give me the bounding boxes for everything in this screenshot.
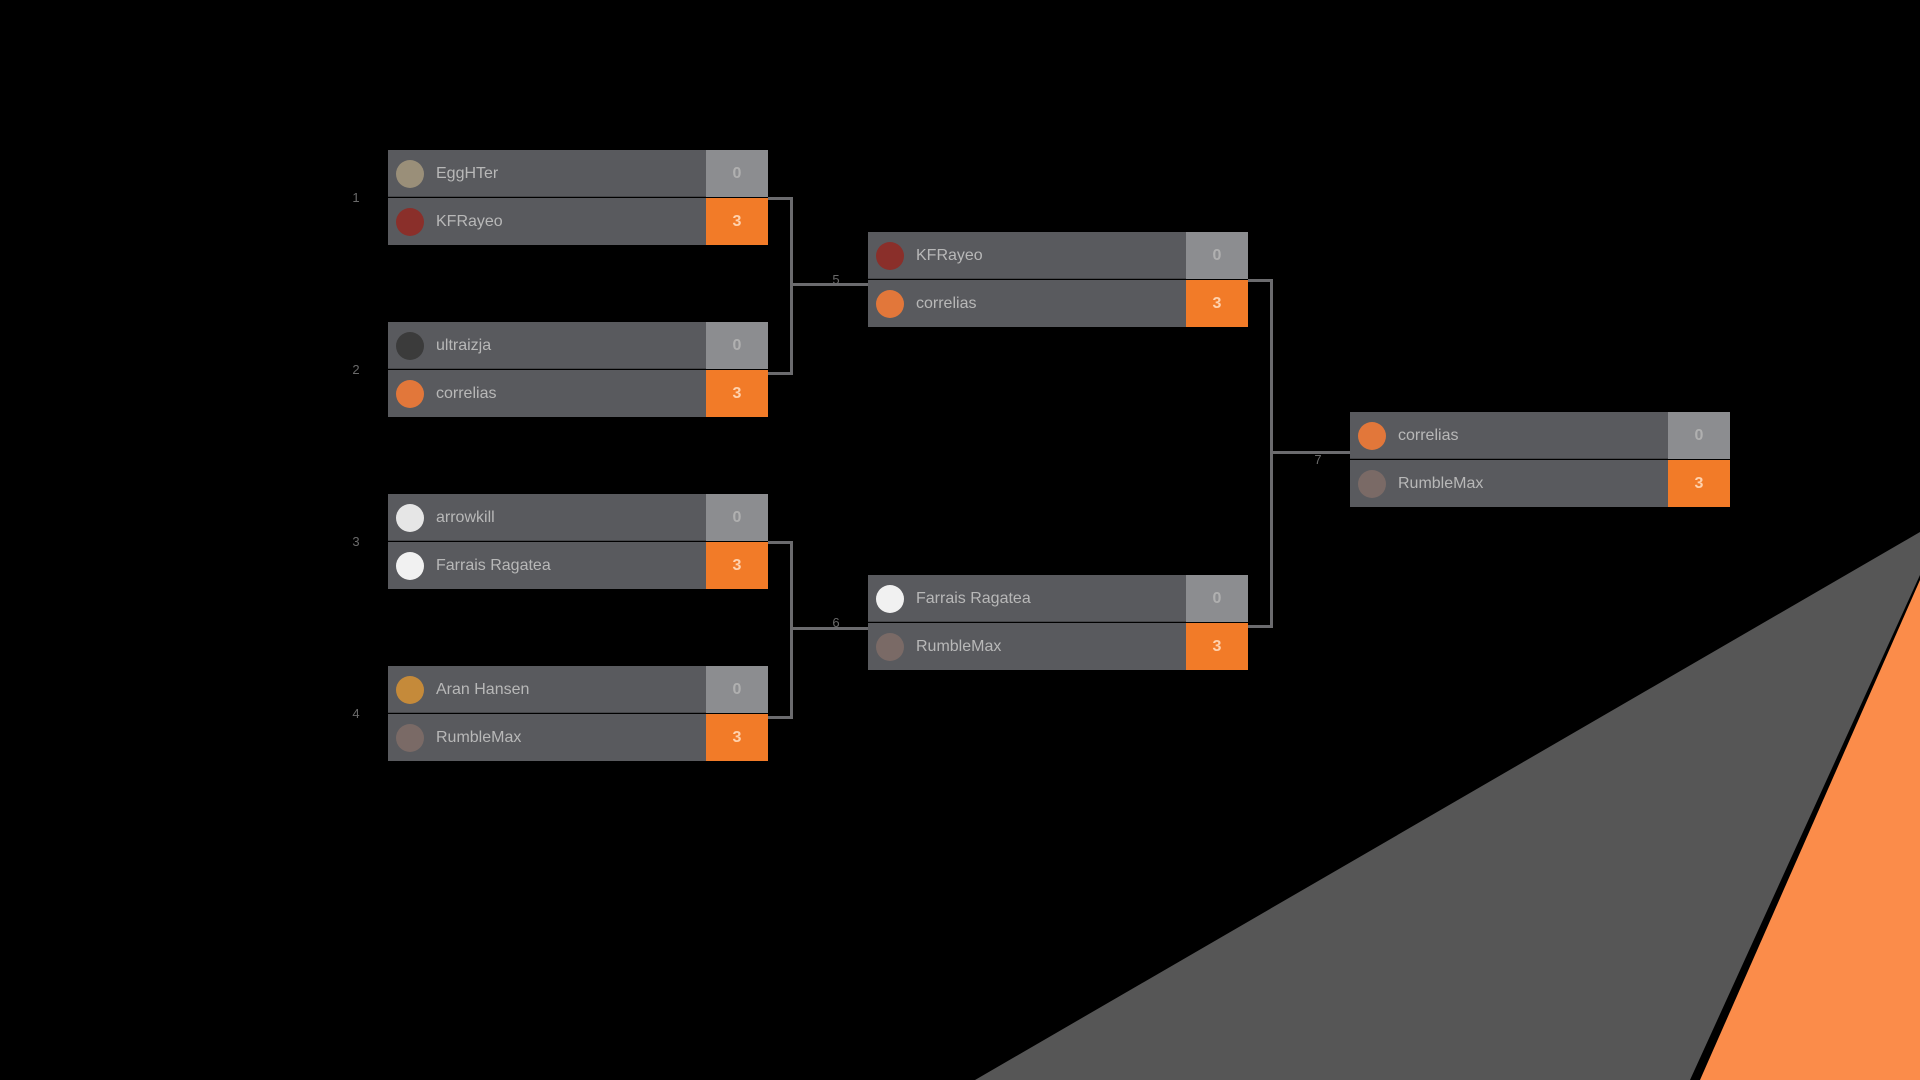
participant-avatar <box>396 676 424 704</box>
match-card[interactable]: KFRayeo 0 correlias 3 <box>868 232 1248 327</box>
participant-name: RumbleMax <box>1398 475 1484 492</box>
participant-score: 0 <box>1186 575 1248 622</box>
participant-name: EggHTer <box>436 165 499 182</box>
participant-slot[interactable]: EggHTer 0 <box>388 150 768 197</box>
bracket-connector-line <box>768 541 793 719</box>
match-number-label: 4 <box>352 706 360 721</box>
participant-score: 0 <box>1668 412 1730 459</box>
participant-score: 0 <box>1186 232 1248 279</box>
participant-score: 0 <box>706 150 768 197</box>
participant-avatar <box>876 242 904 270</box>
participant-name: KFRayeo <box>916 247 983 264</box>
bracket-connector-stub <box>790 283 868 286</box>
participant-score: 3 <box>706 198 768 245</box>
participant-slot[interactable]: RumbleMax 3 <box>388 714 768 761</box>
match-number-label: 5 <box>832 272 840 287</box>
participant-slot[interactable]: correlias 0 <box>1350 412 1730 459</box>
participant-slot[interactable]: correlias 3 <box>388 370 768 417</box>
orange-triangle-decor <box>1700 580 1920 1080</box>
match-number-label: 1 <box>352 190 360 205</box>
participant-avatar <box>396 332 424 360</box>
participant-slot[interactable]: ultraizja 0 <box>388 322 768 369</box>
participant-avatar <box>396 160 424 188</box>
participant-avatar <box>1358 470 1386 498</box>
participant-score: 0 <box>706 322 768 369</box>
participant-avatar <box>876 290 904 318</box>
bracket-connector-stub <box>1270 451 1350 454</box>
participant-score: 3 <box>706 542 768 589</box>
participant-score: 3 <box>1186 280 1248 327</box>
participant-score: 0 <box>706 494 768 541</box>
participant-name: correlias <box>916 295 977 312</box>
participant-avatar <box>396 208 424 236</box>
participant-slot[interactable]: KFRayeo 3 <box>388 198 768 245</box>
participant-slot[interactable]: RumbleMax 3 <box>868 623 1248 670</box>
participant-slot[interactable]: KFRayeo 0 <box>868 232 1248 279</box>
match-number-label: 3 <box>352 534 360 549</box>
participant-name: ultraizja <box>436 337 492 354</box>
participant-name: RumbleMax <box>436 729 522 746</box>
match-card[interactable]: ultraizja 0 correlias 3 <box>388 322 768 417</box>
participant-name: arrowkill <box>436 509 495 526</box>
participant-score: 3 <box>1186 623 1248 670</box>
participant-slot[interactable]: arrowkill 0 <box>388 494 768 541</box>
participant-slot[interactable]: correlias 3 <box>868 280 1248 327</box>
participant-name: RumbleMax <box>916 638 1002 655</box>
participant-avatar <box>1358 422 1386 450</box>
participant-avatar <box>876 633 904 661</box>
participant-name: Farrais Ragatea <box>436 557 551 574</box>
participant-avatar <box>876 585 904 613</box>
participant-slot[interactable]: Farrais Ragatea 0 <box>868 575 1248 622</box>
match-number-label: 7 <box>1314 452 1322 467</box>
participant-slot[interactable]: RumbleMax 3 <box>1350 460 1730 507</box>
participant-slot[interactable]: Farrais Ragatea 3 <box>388 542 768 589</box>
participant-name: Farrais Ragatea <box>916 590 1031 607</box>
participant-avatar <box>396 504 424 532</box>
participant-score: 3 <box>706 714 768 761</box>
bracket-connector-stub <box>790 627 868 630</box>
participant-slot[interactable]: Aran Hansen 0 <box>388 666 768 713</box>
match-number-label: 2 <box>352 362 360 377</box>
participant-avatar <box>396 552 424 580</box>
participant-name: correlias <box>1398 427 1459 444</box>
participant-name: KFRayeo <box>436 213 503 230</box>
participant-avatar <box>396 724 424 752</box>
participant-avatar <box>396 380 424 408</box>
gray-triangle-decor <box>975 532 1920 1080</box>
bracket-connector-line <box>768 197 793 375</box>
match-number-label: 6 <box>832 615 840 630</box>
participant-name: Aran Hansen <box>436 681 530 698</box>
participant-score: 3 <box>1668 460 1730 507</box>
participant-score: 0 <box>706 666 768 713</box>
participant-name: correlias <box>436 385 497 402</box>
participant-score: 3 <box>706 370 768 417</box>
